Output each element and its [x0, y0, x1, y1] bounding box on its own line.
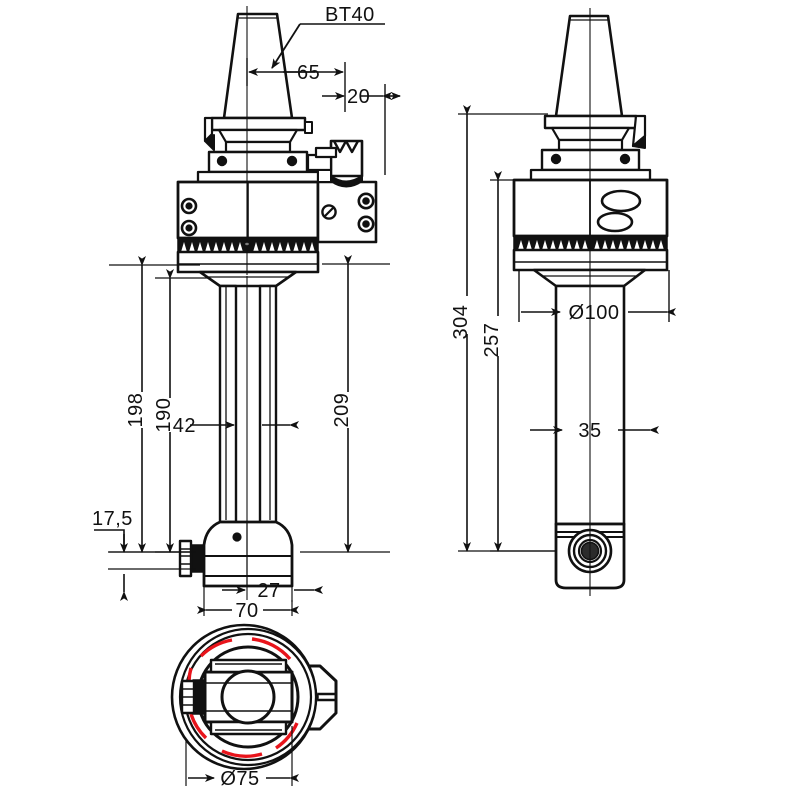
dim-text-257: 257 — [481, 323, 503, 358]
dim-text-diameter-75: Ø75 — [220, 768, 259, 790]
module-screw-lower-right — [357, 215, 375, 233]
body-screw-upper-left — [180, 197, 198, 215]
side-view-dimension-texts: 304 257 Ø100 35 — [450, 302, 619, 442]
dim-text-17-5: 17,5 — [92, 508, 133, 530]
scale-window-upper — [600, 189, 642, 213]
dim-text-190: 190 — [153, 398, 175, 433]
dim-70 — [197, 586, 299, 616]
dim-209 — [300, 255, 390, 553]
dim-257 — [490, 171, 556, 552]
dim-text-20: 20 — [347, 86, 370, 108]
dim-27 — [222, 586, 323, 602]
adjustment-module — [306, 139, 378, 244]
dim-diameter-75 — [185, 726, 299, 786]
graduation-band — [176, 237, 320, 274]
dim-text-65: 65 — [297, 62, 320, 84]
dim-text-bt40: BT40 — [325, 4, 375, 26]
side-flange-stack — [540, 114, 647, 172]
dim-text-42: 42 — [173, 415, 196, 437]
dim-bt40-leader — [271, 23, 385, 69]
dim-text-209: 209 — [331, 393, 353, 428]
dim-text-198: 198 — [125, 393, 147, 428]
body-screw-lower-left — [180, 219, 198, 237]
dim-text-27: 27 — [257, 580, 280, 602]
module-screw-center — [321, 204, 337, 220]
dim-text-diameter-100: Ø100 — [569, 302, 620, 324]
bottom-view — [170, 623, 338, 771]
extension-shaft — [218, 284, 278, 524]
side-view-dimensions — [458, 105, 676, 552]
module-screw-upper-right — [357, 192, 375, 210]
dim-17-5 — [94, 529, 196, 601]
dim-diameter-100 — [518, 270, 676, 322]
boring-head-body — [176, 170, 320, 240]
scale-window-lower — [596, 211, 634, 233]
dim-text-35: 35 — [578, 420, 601, 442]
bottom-cutter-assembly — [203, 658, 294, 736]
front-view-dimensions — [94, 23, 401, 616]
dim-text-70: 70 — [235, 600, 258, 622]
dim-65 — [246, 58, 346, 112]
bottom-adjust-screw — [180, 679, 206, 715]
bottom-view-dimensions — [185, 726, 299, 786]
dim-20 — [322, 84, 401, 175]
front-view-dimension-texts: BT40 65 20 198 190 42 209 17,5 27 70 — [92, 4, 375, 622]
dim-text-304: 304 — [450, 305, 472, 340]
